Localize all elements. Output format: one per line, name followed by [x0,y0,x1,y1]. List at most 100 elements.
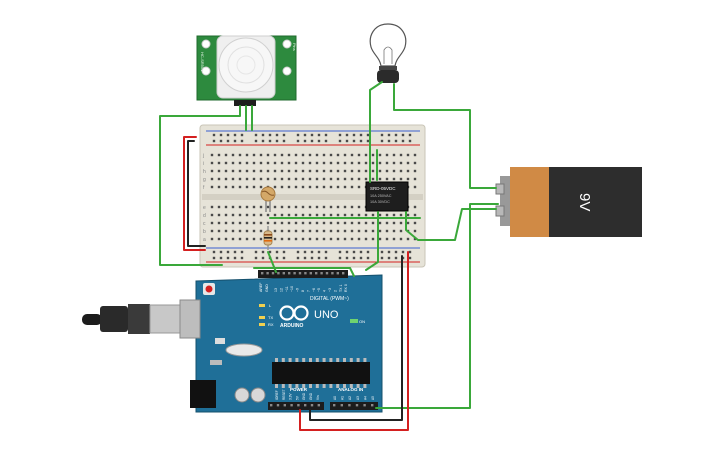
breadboard-hole[interactable] [385,177,389,181]
breadboard-hole[interactable] [224,237,228,241]
breadboard-hole[interactable] [308,169,312,173]
breadboard-hole[interactable] [287,237,291,241]
rail-hole[interactable] [352,139,356,143]
rail-hole[interactable] [233,133,237,137]
rail-hole[interactable] [387,250,391,254]
photoresistor[interactable] [260,186,276,212]
breadboard-hole[interactable] [329,229,333,233]
breadboard-hole[interactable] [406,221,410,225]
rail-hole[interactable] [254,256,258,260]
header-pin[interactable] [317,404,320,407]
header-pin[interactable] [355,404,359,407]
breadboard-hole[interactable] [350,213,354,217]
breadboard-hole[interactable] [343,237,347,241]
wire-5v-red[interactable] [299,251,409,431]
rail-hole[interactable] [254,139,258,143]
rail-hole[interactable] [296,256,300,260]
breadboard-hole[interactable] [357,213,361,217]
rail-hole[interactable] [303,250,307,254]
breadboard-hole[interactable] [238,221,242,225]
header-pin[interactable] [348,404,351,407]
breadboard-hole[interactable] [210,169,214,173]
breadboard-hole[interactable] [350,229,354,233]
breadboard-hole[interactable] [308,221,312,225]
breadboard-hole[interactable] [308,237,312,241]
breadboard-hole[interactable] [329,169,333,173]
breadboard-hole[interactable] [252,185,256,189]
rail-hole[interactable] [296,139,300,143]
rail-hole[interactable] [303,139,307,143]
breadboard-hole[interactable] [210,229,214,233]
wire-battery-analog[interactable] [375,203,499,409]
breadboard-hole[interactable] [280,229,284,233]
breadboard-hole[interactable] [259,205,263,209]
header-pin[interactable] [293,272,296,275]
breadboard-hole[interactable] [308,229,312,233]
header-pin[interactable] [290,404,293,407]
breadboard-hole[interactable] [413,213,417,217]
rail-hole[interactable] [219,139,223,143]
breadboard-hole[interactable] [266,205,270,209]
header-pin[interactable] [276,404,280,407]
breadboard-hole[interactable] [336,213,340,217]
breadboard-hole[interactable] [322,177,326,181]
header-pin[interactable] [333,404,336,407]
breadboard-hole[interactable] [371,229,375,233]
wire-relay-digital[interactable] [365,211,379,271]
header-pin[interactable] [297,404,300,407]
breadboard-hole[interactable] [259,177,263,181]
breadboard-hole[interactable] [210,153,214,157]
breadboard-hole[interactable] [308,205,312,209]
relay[interactable]: SRD-05VDC 10A 250VAC 10A 30VDC [365,181,409,212]
breadboard-hole[interactable] [357,169,361,173]
breadboard-hole[interactable] [287,177,291,181]
breadboard-hole[interactable] [308,153,312,157]
rail-hole[interactable] [261,256,265,260]
rail-hole[interactable] [345,256,349,260]
breadboard-hole[interactable] [413,221,417,225]
breadboard-hole[interactable] [371,153,375,157]
rail-hole[interactable] [233,139,237,143]
breadboard-hole[interactable] [238,153,242,157]
breadboard-hole[interactable] [343,229,347,233]
breadboard-hole[interactable] [357,153,361,157]
breadboard-hole[interactable] [280,205,284,209]
breadboard-hole[interactable] [210,221,214,225]
resistor[interactable] [263,226,273,250]
breadboard-hole[interactable] [371,237,375,241]
breadboard-hole[interactable] [224,213,228,217]
rail-hole[interactable] [408,250,412,254]
breadboard-hole[interactable] [357,229,361,233]
breadboard-hole[interactable] [301,205,305,209]
rail-hole[interactable] [394,250,398,254]
wire-pir-digital[interactable] [253,267,355,277]
breadboard-hole[interactable] [364,221,368,225]
rail-hole[interactable] [401,250,405,254]
breadboard-hole[interactable] [336,185,340,189]
breadboard-hole[interactable] [294,153,298,157]
header-pin[interactable] [371,404,374,407]
rail-hole[interactable] [296,250,300,254]
rail-hole[interactable] [275,256,279,260]
breadboard-hole[interactable] [399,169,403,173]
breadboard-hole[interactable] [301,213,305,217]
breadboard-hole[interactable] [378,213,382,217]
breadboard-hole[interactable] [231,161,235,165]
rail-hole[interactable] [380,133,384,137]
breadboard-hole[interactable] [315,213,319,217]
breadboard-hole[interactable] [252,237,256,241]
breadboard-hole[interactable] [224,153,228,157]
breadboard-hole[interactable] [336,205,340,209]
rail-hole[interactable] [324,133,328,137]
breadboard-hole[interactable] [350,153,354,157]
rail-hole[interactable] [408,256,412,260]
rail-hole[interactable] [303,133,307,137]
rail-hole[interactable] [394,256,398,260]
breadboard-hole[interactable] [252,213,256,217]
breadboard-hole[interactable] [238,177,242,181]
breadboard-hole[interactable] [399,237,403,241]
breadboard-hole[interactable] [336,161,340,165]
battery-9v[interactable]: 9V [495,167,642,237]
breadboard-hole[interactable] [245,185,249,189]
breadboard-hole[interactable] [322,221,326,225]
